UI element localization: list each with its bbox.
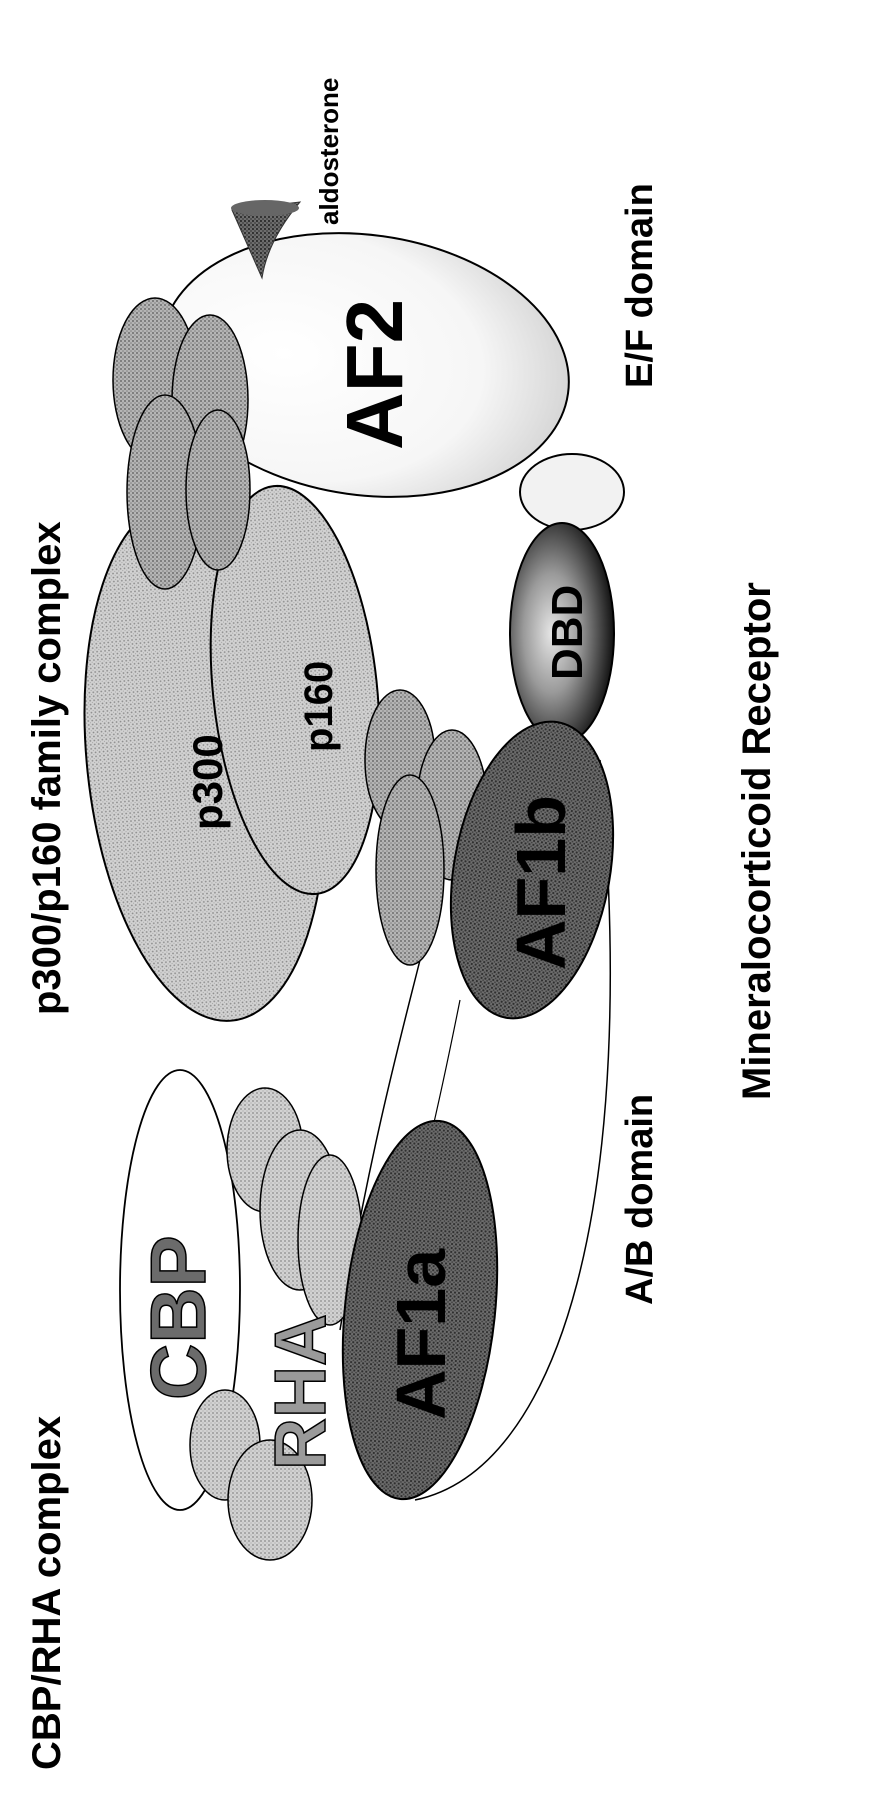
af1a-label: AF1a [382,1248,460,1420]
ef-domain-label: E/F domain [619,183,661,388]
p160-label: p160 [297,661,341,752]
mineralocorticoid-receptor-label: Mineralocorticoid Receptor [735,582,779,1100]
cbp-label: CBP [134,1235,222,1400]
aldosterone-cap [231,200,299,216]
ab-domain-label: A/B domain [619,1094,661,1305]
p300-label: p300 [184,734,231,830]
cofactor-mid-3 [376,775,444,965]
aldosterone-label: aldosterone [314,78,344,225]
af1b-label: AF1b [502,795,580,970]
af2-label: AF2 [330,299,419,450]
dbd-label: DBD [543,585,592,680]
rha-label: RHA [261,1314,341,1470]
p300-p160-complex-label: p300/p160 family complex [25,521,69,1015]
cofactor-top-4 [186,410,250,570]
hinge-ellipse [520,454,624,530]
cbp-rha-complex-label: CBP/RHA complex [25,1416,69,1770]
